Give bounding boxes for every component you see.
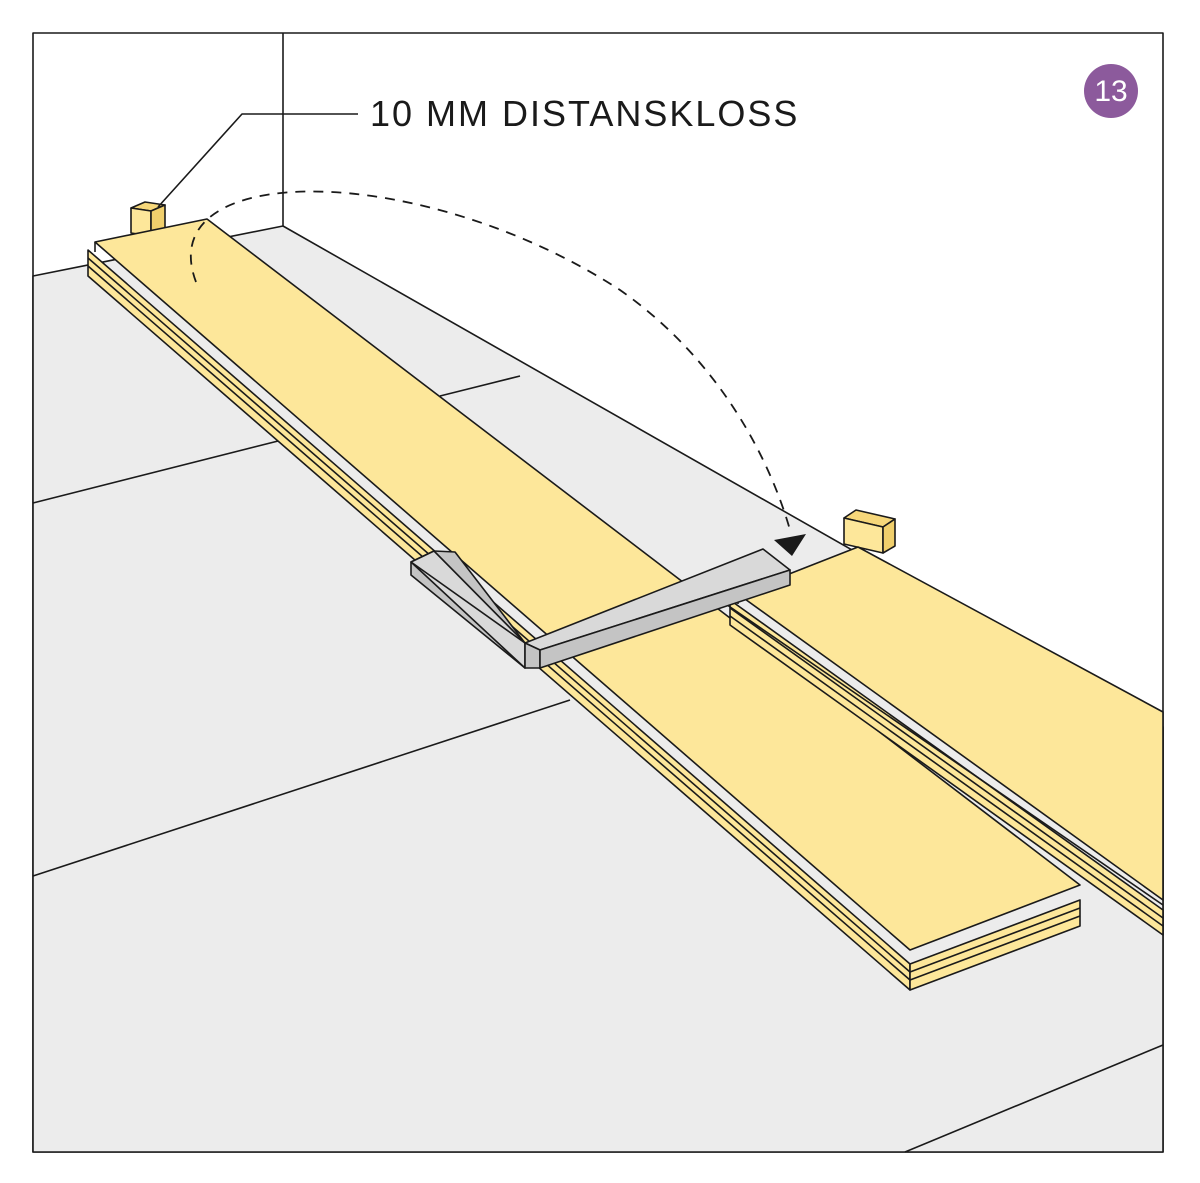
board-joint-line: [719, 599, 1164, 906]
spacer-block-right: [843, 509, 896, 554]
tapping-block-tool: [410, 548, 791, 669]
floor-board-second-row: [729, 546, 1164, 936]
step-badge: [1084, 64, 1138, 118]
callout-label: 10 MM DISTANSKLOSS: [370, 93, 799, 134]
spacer-block-left: [130, 201, 166, 237]
floor-panel-seams: [32, 375, 1164, 1153]
step-number: 13: [1094, 75, 1127, 108]
placement-arrow-icon: [774, 534, 806, 556]
board-placement-arc: [189, 190, 791, 531]
callout-leader-line: [157, 113, 358, 208]
